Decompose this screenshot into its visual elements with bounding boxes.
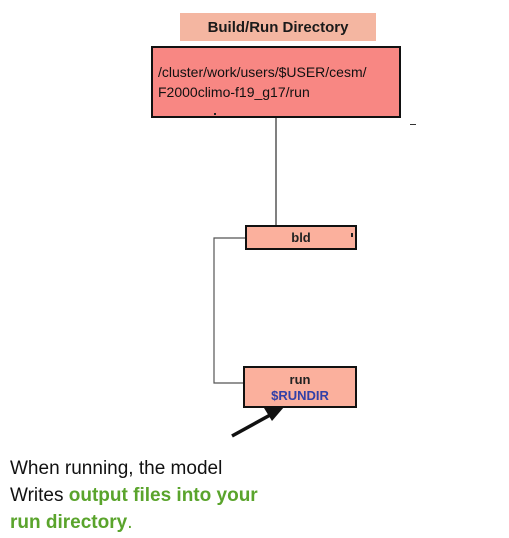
arrow-icon — [231, 407, 284, 438]
caption-line-1-part-a: When running, — [10, 458, 139, 479]
caption-line-1: When running, the model — [10, 455, 258, 482]
run-node: run $RUNDIR — [243, 366, 357, 408]
caption-highlight-output-files: output files into your — [68, 485, 258, 506]
caption-highlight-run-directory: run directory — [10, 512, 128, 533]
dot-mark — [214, 113, 216, 115]
caption-line-2: Writes output files into your — [10, 482, 258, 509]
diagram-title: Build/Run Directory — [180, 13, 376, 41]
run-label: run — [289, 372, 311, 387]
bld-to-run-line — [213, 237, 245, 384]
root-path-line1: /cluster/work/users/$USER/cesm/ — [158, 64, 367, 80]
bld-node: bld — [245, 225, 357, 250]
root-directory-box: /cluster/work/users/$USER/cesm/ F2000cli… — [151, 46, 401, 118]
caption-period: . — [127, 512, 133, 533]
rundir-label: $RUNDIR — [271, 388, 329, 403]
caption-text: When running, the model Writes output fi… — [10, 455, 258, 536]
root-path-line2: F2000climo-f19_g17/run — [158, 84, 310, 100]
caption-line-1-part-b: the model — [138, 458, 223, 479]
tick-mark — [351, 233, 353, 237]
caption-line-3: run directory. — [10, 509, 258, 536]
caption-line-2-part-a: Writes — [10, 485, 69, 506]
side-tick-mark — [410, 124, 416, 125]
bld-label: bld — [291, 230, 311, 245]
